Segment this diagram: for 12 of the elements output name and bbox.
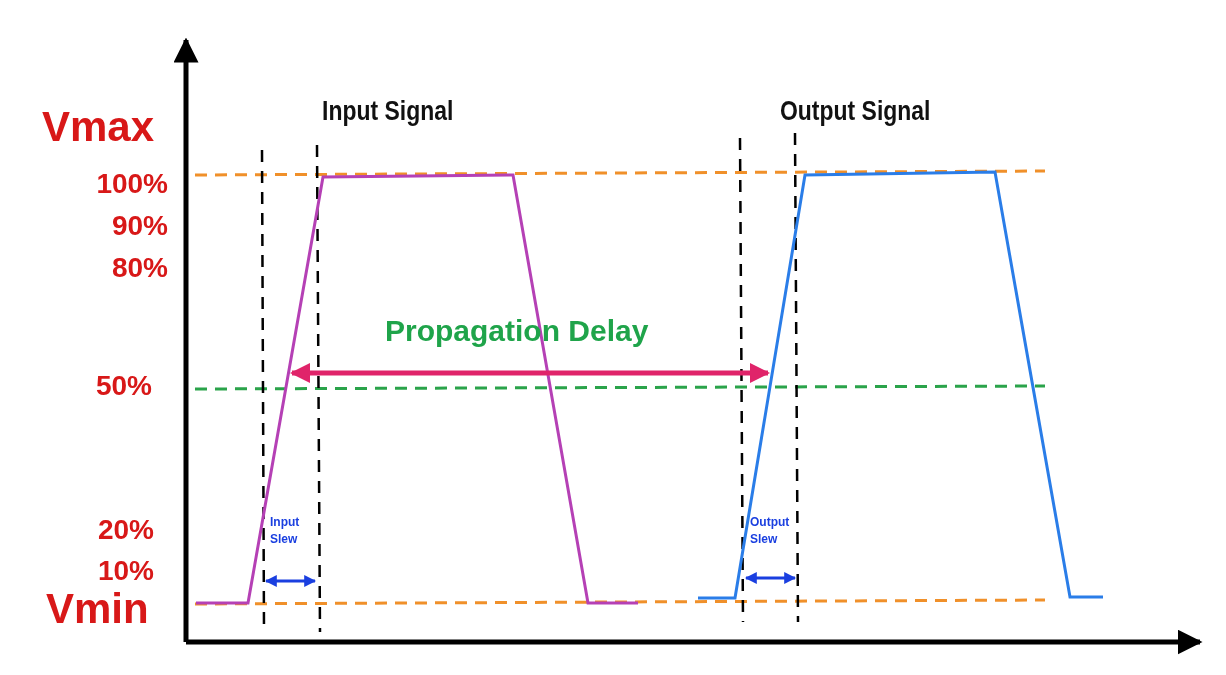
signal-title: Output Signal	[780, 98, 931, 125]
measurement-label: Output Slew	[750, 514, 791, 548]
signal-title: Input Signal	[322, 98, 454, 125]
measurement-label: Input Slew	[270, 514, 301, 548]
level-label: 90%	[111, 212, 168, 240]
axis-label: Vmax	[42, 106, 155, 148]
level-label: 10%	[97, 557, 154, 585]
level-label: 20%	[97, 516, 154, 544]
level-label: 50%	[95, 372, 152, 400]
level-label: 80%	[111, 254, 168, 282]
axis-label: Vmin	[46, 588, 149, 630]
level-label: 100%	[96, 170, 168, 198]
